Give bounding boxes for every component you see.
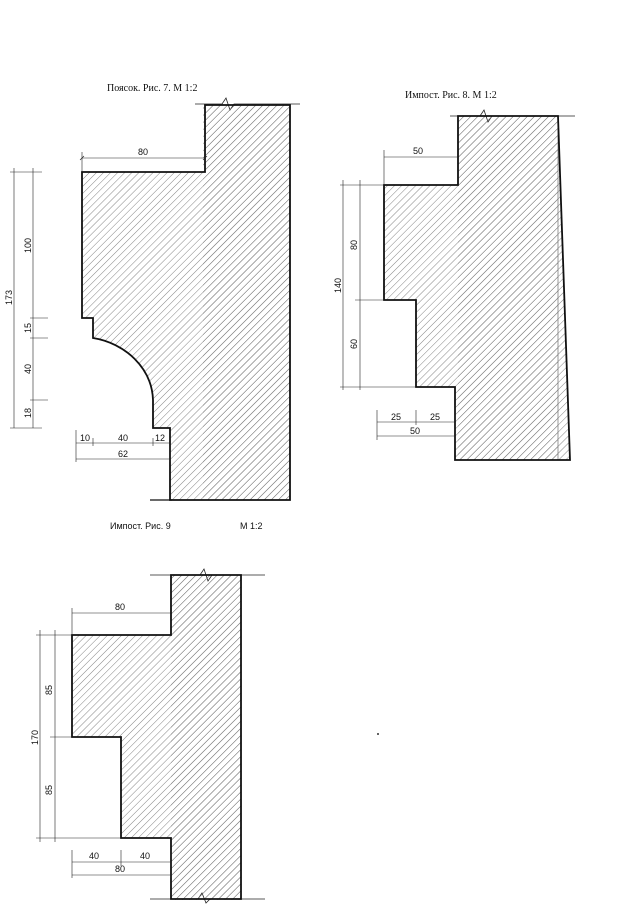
- fig8-profile: [383, 115, 571, 461]
- fig8-dim-w25b: 25: [430, 412, 440, 422]
- fig7-profile: [81, 104, 291, 501]
- fig7-dim-top-width: 80: [138, 147, 148, 157]
- fig7-dim-h18: 18: [23, 408, 33, 418]
- stray-dot: [377, 733, 379, 735]
- fig7-dim-w12: 12: [155, 433, 165, 443]
- fig7-dim-total-height: 173: [4, 290, 14, 305]
- fig8-dim-total-height: 140: [333, 278, 343, 293]
- fig9-dim-w40a: 40: [89, 851, 99, 861]
- fig9-dim-h85a: 85: [44, 685, 54, 695]
- fig9-dim-w40b: 40: [140, 851, 150, 861]
- fig8-caption: Импост. Рис. 8. М 1:2: [405, 90, 497, 101]
- fig8-dim-h60: 60: [349, 339, 359, 349]
- fig8-dim-w50: 50: [410, 426, 420, 436]
- fig8-dim-top-width: 50: [413, 146, 423, 156]
- fig9-dim-total-height: 170: [30, 730, 40, 745]
- fig9-dim-w80: 80: [115, 864, 125, 874]
- fig7-dim-h100: 100: [23, 238, 33, 253]
- fig8-dim-w25a: 25: [391, 412, 401, 422]
- fig7-dim-h15: 15: [23, 323, 33, 333]
- fig9-drawing: [36, 568, 265, 904]
- fig7-drawing: [10, 97, 300, 501]
- fig7-break-line: [195, 97, 300, 111]
- fig9-scale: М 1:2: [240, 521, 263, 531]
- fig7-dim-w62: 62: [118, 449, 128, 459]
- fig7-caption: Поясок. Рис. 7. М 1:2: [107, 83, 198, 94]
- fig9-dim-h85b: 85: [44, 785, 54, 795]
- fig8-dim-h80: 80: [349, 240, 359, 250]
- fig8-drawing: [340, 109, 575, 461]
- fig7-dim-w10: 10: [80, 433, 90, 443]
- fig7-dim-w40: 40: [118, 433, 128, 443]
- fig9-dim-top-width: 80: [115, 602, 125, 612]
- fig9-caption: Импост. Рис. 9: [110, 521, 171, 531]
- fig7-dim-h40: 40: [23, 364, 33, 374]
